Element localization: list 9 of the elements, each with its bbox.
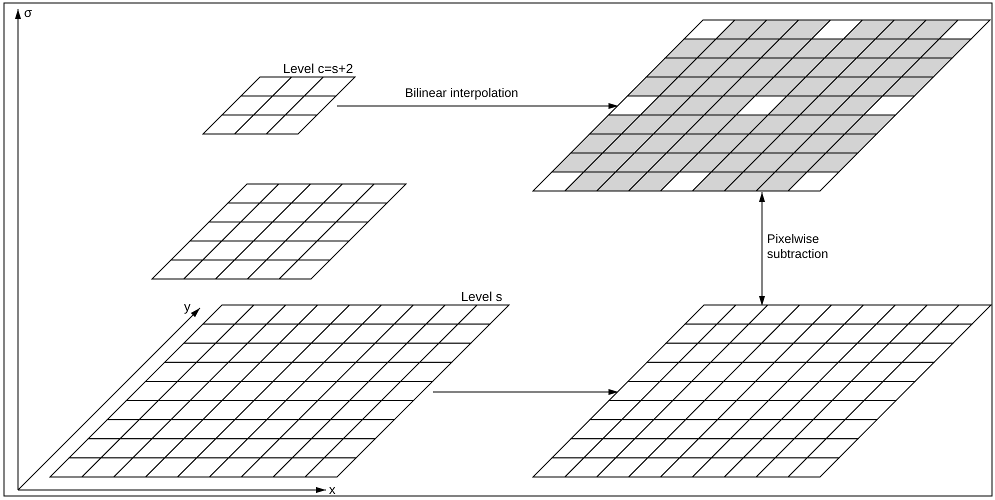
arrow: [432, 389, 619, 395]
level-label: Level c=s+2: [283, 61, 354, 76]
axis-label: σ: [24, 6, 32, 20]
axis-label: y: [184, 300, 190, 314]
arrow: [759, 192, 765, 306]
arrow: [336, 103, 619, 109]
level-label: Level s: [461, 289, 502, 304]
axis-label: x: [329, 483, 336, 497]
edge-label: Bilinear interpolation: [405, 86, 518, 101]
